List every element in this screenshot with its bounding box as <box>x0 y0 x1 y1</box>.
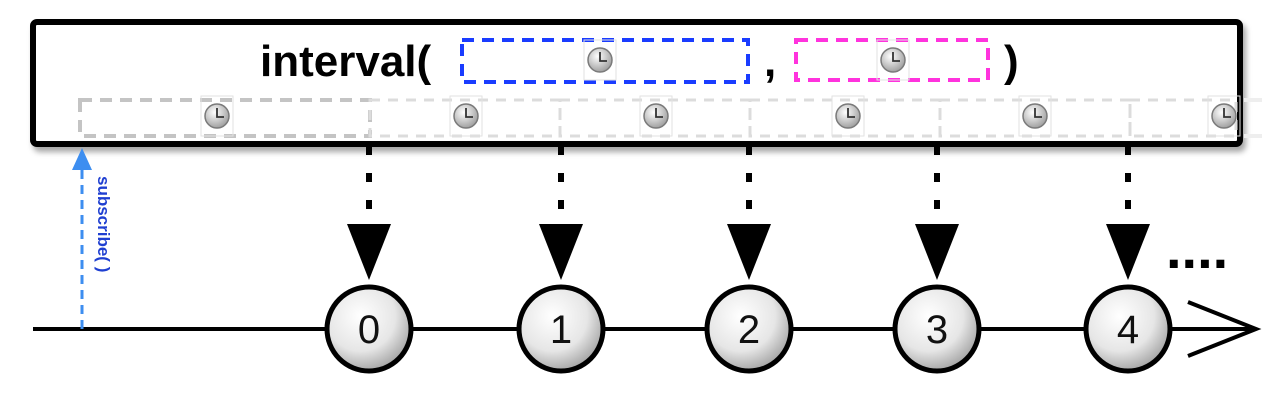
clock-icon <box>200 95 234 137</box>
emission-arrowhead-icon <box>1106 224 1150 280</box>
emission-1: 1 <box>516 146 606 374</box>
emission-3: 3 <box>892 146 982 374</box>
clock-icon <box>1018 95 1052 137</box>
clock-icon <box>876 39 910 81</box>
clock-icon <box>639 95 673 137</box>
emission-arrowhead-icon <box>727 224 771 280</box>
operator-separator: , <box>764 37 776 86</box>
marble-label: 1 <box>550 308 572 352</box>
operator-close: ) <box>1004 37 1019 86</box>
operator-box <box>30 19 1243 147</box>
emissions: 0 1 2 3 4 <box>324 146 1173 374</box>
timeline-arrowhead-icon <box>1187 300 1262 358</box>
ellipsis: .... <box>1166 217 1228 280</box>
emission-0: 0 <box>324 146 414 374</box>
marble <box>704 284 794 374</box>
marble <box>324 284 414 374</box>
marble <box>892 284 982 374</box>
marble-label: 3 <box>926 308 948 352</box>
clock-icon <box>1207 95 1241 137</box>
subscribe-label: subscribe( ) <box>94 176 113 272</box>
clock-icon <box>831 95 865 137</box>
emission-2: 2 <box>704 146 794 374</box>
emission-arrowhead-icon <box>347 224 391 280</box>
clock-icon <box>449 95 483 137</box>
emission-4: 4 <box>1083 146 1173 374</box>
emission-arrowhead-icon <box>539 224 583 280</box>
clock-icons <box>200 39 1241 137</box>
marble-label: 4 <box>1117 308 1139 352</box>
clock-icon <box>583 39 617 81</box>
period-continuation <box>1244 98 1262 138</box>
emission-arrowhead-icon <box>915 224 959 280</box>
marble-label: 0 <box>358 308 380 352</box>
subscribe-arrowhead-icon <box>72 148 92 170</box>
marble <box>516 284 606 374</box>
marble-label: 2 <box>738 308 760 352</box>
marble <box>1083 284 1173 374</box>
period-box-4 <box>938 98 1132 138</box>
operator-name: interval( <box>260 37 432 86</box>
